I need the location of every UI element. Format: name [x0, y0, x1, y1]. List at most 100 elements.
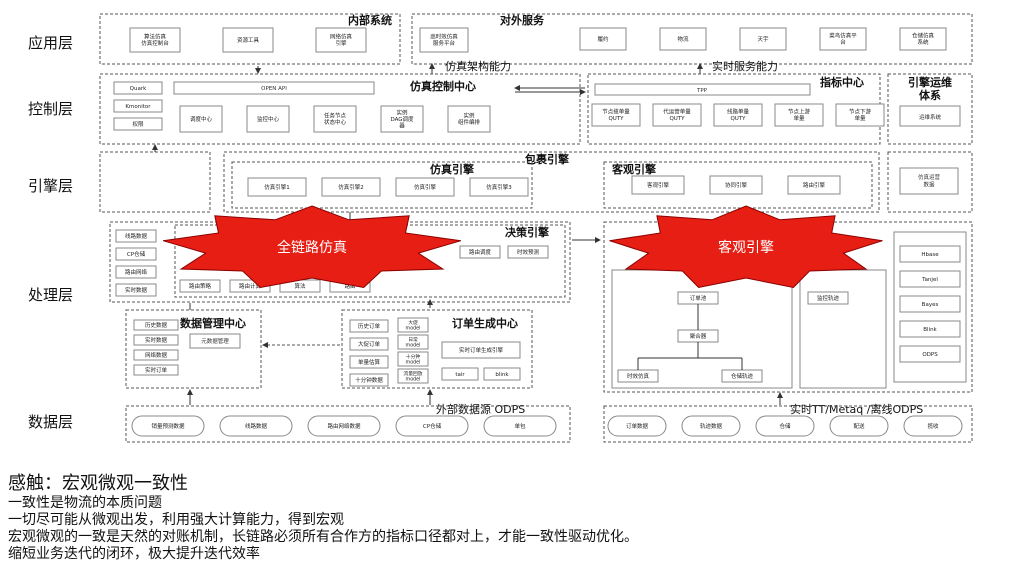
app-internal-box	[222, 27, 274, 53]
package-engine-title: 包裹引擎	[524, 152, 569, 166]
dm-main-text: 元数据管理	[201, 337, 229, 345]
app-external-box	[819, 27, 867, 51]
summary-line-3: 宏观微观的一致是天然的对账机制，长链路必须所有合作方的指标口径都对上，才能一致性…	[8, 529, 638, 545]
objective-chain-box	[807, 291, 849, 305]
app-external-box	[419, 27, 469, 53]
source-right-text: 轨迹数据	[700, 422, 723, 430]
dm-main-box	[189, 333, 241, 349]
open-api-text: OPEN API	[261, 86, 287, 92]
control-centers-box	[447, 105, 491, 133]
process-right-box	[899, 295, 961, 313]
process-right-text: Blink	[923, 327, 937, 333]
source-left-box	[395, 415, 469, 437]
process-right-text: Tanjel	[921, 277, 938, 283]
process-right-frame	[603, 221, 973, 393]
source-right-box	[903, 415, 963, 437]
architecture-diagram: 应用层 控制层 引擎层 处理层 数据层 内部系统 算法仿真仿真控制台资源工具网络…	[28, 13, 973, 443]
process-left-box	[115, 283, 157, 297]
tpp-box	[594, 83, 811, 96]
dm-items-text: 网络数据	[145, 351, 168, 359]
objective-engine-title: 客观引擎	[611, 162, 656, 176]
process-left-box	[115, 229, 157, 243]
order-models-box	[397, 351, 429, 367]
decision-items-text: 路由	[344, 282, 355, 290]
external-source-title: 外部数据源 ODPS	[436, 402, 525, 416]
order-models-box	[397, 334, 429, 350]
layer-label-app: 应用层	[28, 34, 73, 52]
order-models-box	[397, 317, 429, 333]
source-left-box	[131, 415, 205, 437]
source-right-text: 揽收	[927, 422, 939, 430]
external-services-frame	[411, 13, 973, 65]
sim-engine-frame	[231, 161, 533, 209]
sim-capability-label: 仿真架构能力	[445, 59, 511, 73]
source-left-text: CP仓储	[423, 422, 442, 430]
metrics-items-text: 节点下游单量	[849, 108, 872, 123]
app-internal-box	[315, 27, 367, 53]
app-internal-box	[129, 27, 181, 53]
source-right-box	[755, 415, 815, 437]
process-left-text: 路由网络	[125, 268, 148, 276]
app-external-box	[739, 27, 787, 51]
source-right-text: 配送	[853, 422, 865, 430]
order-main-text: tair	[455, 372, 465, 378]
order-gen-frame	[341, 309, 533, 389]
dm-items-box	[133, 319, 179, 331]
objective-chain-text: 时效仿真	[627, 372, 650, 380]
decision-items-text: 路由调度	[469, 248, 492, 256]
app-external-box	[579, 27, 627, 51]
control-centers-box	[313, 105, 357, 133]
summary-heading: 感触：宏观微观一致性	[8, 473, 188, 494]
control-centers-box	[246, 105, 290, 133]
sim-engine-items-text: 仿真引擎3	[486, 183, 512, 191]
order-items-text: 单量估算	[358, 358, 381, 366]
control-centers-text: 任务节点状态中心	[324, 112, 347, 127]
engine-ops-frame	[887, 73, 973, 145]
source-right-box	[829, 415, 889, 437]
sim-control-frame	[99, 73, 581, 145]
metrics-items-box	[652, 103, 702, 127]
order-items-text: 十分钟数据	[355, 376, 383, 384]
open-api-box	[173, 81, 375, 95]
external-services-title: 对外服务	[500, 13, 545, 27]
dm-items-text: 实时订单	[145, 366, 168, 374]
full-chain-burst: 全链路仿真	[162, 205, 462, 289]
layer-label-control: 控制层	[28, 100, 73, 118]
order-items-box	[349, 337, 389, 351]
decision-items-text: 路由策略	[189, 282, 212, 290]
layer-label-data: 数据层	[28, 413, 73, 431]
control-left-text: 权限	[132, 120, 144, 128]
control-centers-text: 调度中心	[190, 115, 213, 123]
ops-data-box	[899, 167, 959, 195]
app-external-box	[659, 27, 707, 51]
process-right-box	[899, 270, 961, 288]
order-items-box	[349, 373, 389, 387]
sim-engine-items-text: 仿真引擎1	[264, 183, 290, 191]
ops-system-box	[899, 105, 961, 127]
objective-items-box	[787, 175, 841, 195]
objective-items-box	[709, 175, 763, 195]
app-external-text: 履约	[597, 35, 609, 43]
order-main-box	[441, 341, 521, 359]
objective-items-box	[631, 175, 685, 195]
app-external-text: 物流	[677, 35, 689, 43]
app-external-box	[899, 27, 947, 51]
internal-systems-frame	[99, 13, 401, 65]
source-right-box	[607, 415, 667, 437]
chain-side-frame	[799, 269, 887, 389]
tpp-text: TPP	[696, 88, 708, 94]
metrics-items-box	[774, 103, 824, 127]
realtime-source-frame	[603, 405, 973, 443]
process-left-text: 线路数据	[125, 232, 148, 240]
sim-engine-items-box	[469, 177, 529, 197]
process-right-text: ODPS	[922, 352, 938, 358]
objective-chain-text: 订单池	[690, 294, 707, 302]
source-left-text: 单包	[514, 422, 526, 430]
metrics-items-text: 节点上游单量	[788, 108, 811, 123]
process-left-box	[115, 247, 157, 261]
ops-system-text: 运维系统	[919, 113, 942, 121]
sim-engine-items-text: 仿真引擎	[414, 183, 437, 191]
